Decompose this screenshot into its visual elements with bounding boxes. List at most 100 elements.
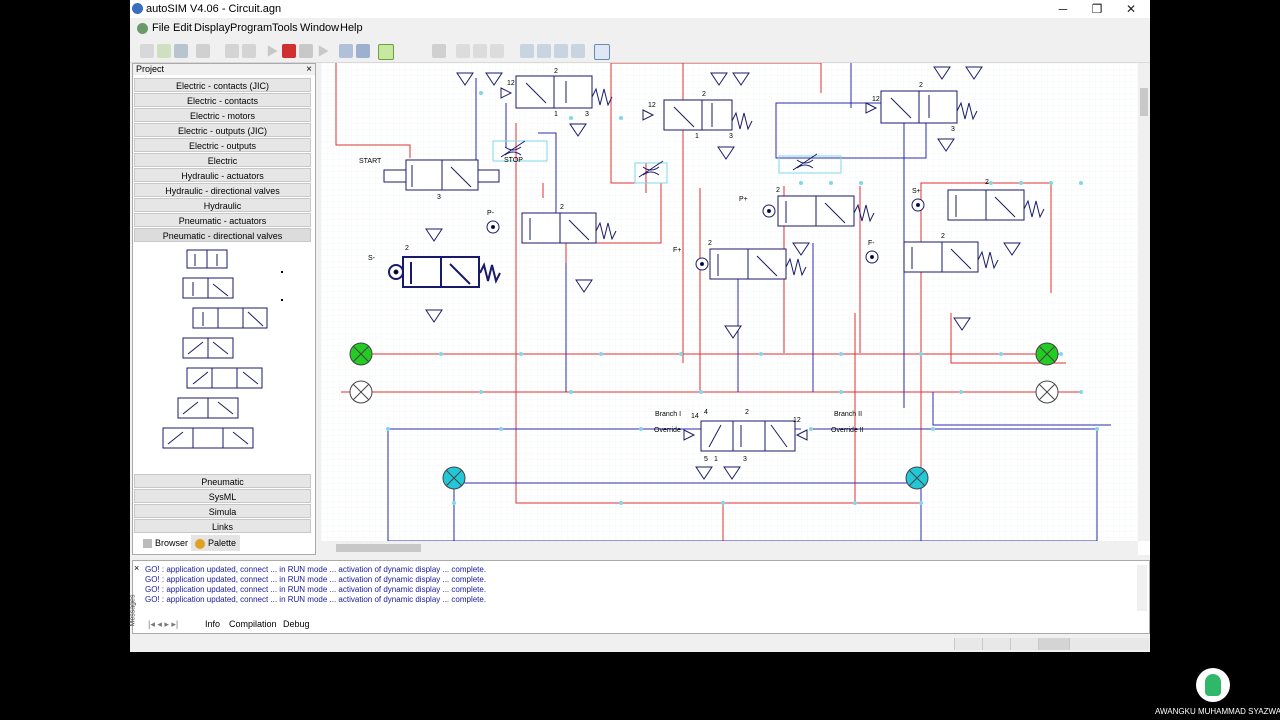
- close-button[interactable]: ✕: [1125, 2, 1137, 16]
- zoom-window-icon[interactable]: [571, 44, 585, 58]
- status-segment-5: [1069, 638, 1149, 650]
- palette-valve-5-3-a[interactable]: [162, 427, 254, 449]
- scissors-icon[interactable]: [456, 44, 470, 58]
- exhaust-symbols: [425, 66, 1021, 480]
- canvas-horizontal-scrollbar[interactable]: [321, 541, 1138, 555]
- label-stop: STOP: [504, 157, 523, 164]
- category-electric-outputs[interactable]: Electric - outputs: [134, 138, 311, 152]
- palette-valve-4-3-a[interactable]: [186, 367, 263, 389]
- label-override-1: Override: [654, 427, 681, 434]
- duplicate-icon[interactable]: [473, 44, 487, 58]
- stop-icon[interactable]: [282, 44, 296, 58]
- circuit-diagram: START STOP S- P- P+ F+ F- S+ Branch I Ov…: [321, 63, 1138, 541]
- palette-valve-3-2-c[interactable]: [192, 307, 268, 329]
- maximize-button[interactable]: ❐: [1091, 2, 1103, 16]
- port-label-2: 2: [554, 68, 558, 75]
- compile-icon[interactable]: [339, 44, 353, 58]
- category-electric[interactable]: Electric: [134, 153, 311, 167]
- menu-tools[interactable]: Tools: [272, 22, 298, 34]
- category-hydraulic-directional-valves[interactable]: Hydraulic - directional valves: [134, 183, 311, 197]
- settings-icon[interactable]: [594, 44, 610, 60]
- port-label-3-e: 3: [437, 194, 441, 201]
- palette-tab[interactable]: Palette: [191, 535, 241, 551]
- category-hydraulic-actuators[interactable]: Hydraulic - actuators: [134, 168, 311, 182]
- tab-info[interactable]: Info: [205, 619, 221, 629]
- palette-valve-5-2-a[interactable]: [177, 397, 239, 419]
- go-icon[interactable]: [378, 44, 394, 60]
- category-electric-contacts[interactable]: Electric - contacts: [134, 93, 311, 107]
- port-label-2-f: 2: [560, 204, 564, 211]
- port-label-14: 14: [691, 413, 699, 420]
- category-hydraulic[interactable]: Hydraulic: [134, 198, 311, 212]
- project-panel: Project × Electric - contacts (JIC) Elec…: [132, 63, 316, 555]
- category-pneumatic-directional-valves[interactable]: Pneumatic - directional valves: [134, 228, 311, 242]
- zoom-out-icon[interactable]: [537, 44, 551, 58]
- browser-tab[interactable]: Browser: [143, 535, 188, 551]
- category-simula[interactable]: Simula: [134, 504, 311, 518]
- print-icon[interactable]: [196, 44, 210, 58]
- step-icon[interactable]: [318, 45, 329, 57]
- category-pneumatic-actuators[interactable]: Pneumatic - actuators: [134, 213, 311, 227]
- status-segment-3: [1010, 638, 1038, 650]
- cut-tool-icon[interactable]: [225, 44, 239, 58]
- pause-icon[interactable]: [299, 44, 313, 58]
- menu-bar: File Edit Display Program Tools Window H…: [130, 18, 1150, 52]
- circuit-labels: START STOP S- P- P+ F+ F- S+ Branch I Ov…: [359, 68, 989, 463]
- valve-p-minus: [521, 212, 597, 244]
- connect-icon[interactable]: [356, 44, 370, 58]
- link-icon[interactable]: [432, 44, 446, 58]
- tab-debug[interactable]: Debug: [283, 619, 310, 629]
- port-label-12-b: 12: [648, 102, 656, 109]
- copy-tool-icon[interactable]: [242, 44, 256, 58]
- tab-compilation[interactable]: Compilation: [229, 619, 277, 629]
- horizontal-scroll-thumb[interactable]: [336, 544, 421, 552]
- palette-valve-3-2-a[interactable]: [186, 249, 228, 269]
- window-title: autoSIM V4.06 - Circuit.agn: [146, 3, 282, 15]
- category-electric-outputs-jic[interactable]: Electric - outputs (JIC): [134, 123, 311, 137]
- message-line: GO! : application updated, connect ... i…: [145, 585, 487, 594]
- port-label-12-d: 12: [793, 417, 801, 424]
- valve-3-2-top-right: [880, 90, 958, 124]
- app-window: autoSIM V4.06 - Circuit.agn ─ ❐ ✕ File E…: [129, 0, 1150, 652]
- project-close-icon[interactable]: ×: [306, 64, 312, 75]
- circuit-canvas[interactable]: START STOP S- P- P+ F+ F- S+ Branch I Ov…: [321, 63, 1138, 541]
- valve-s-plus: [947, 189, 1025, 221]
- zoom-in-icon[interactable]: [520, 44, 534, 58]
- category-pneumatic[interactable]: Pneumatic: [134, 474, 311, 488]
- messages-close-icon[interactable]: ×: [134, 563, 140, 573]
- category-electric-contacts-jic[interactable]: Electric - contacts (JIC): [134, 78, 311, 92]
- messages-scrollbar[interactable]: [1137, 565, 1147, 611]
- run-icon[interactable]: [267, 45, 278, 57]
- menu-display[interactable]: Display: [194, 22, 231, 34]
- label-s-minus: S-: [368, 255, 376, 262]
- participant-name: AWANGKU MUHAMMAD SYAZWA...: [1155, 707, 1280, 716]
- menu-window[interactable]: Window: [300, 22, 340, 34]
- port-label-3-c: 3: [951, 126, 955, 133]
- save-icon[interactable]: [174, 44, 188, 58]
- paste-icon[interactable]: [490, 44, 504, 58]
- open-icon[interactable]: [157, 44, 171, 58]
- menu-program[interactable]: Program: [230, 22, 273, 34]
- avatar-figure: [1205, 674, 1221, 696]
- port-label-2-h: 2: [985, 179, 989, 186]
- zoom-fit-icon[interactable]: [554, 44, 568, 58]
- vertical-scroll-thumb[interactable]: [1140, 88, 1148, 116]
- menu-file[interactable]: File: [152, 22, 170, 34]
- menu-help[interactable]: Help: [340, 22, 363, 34]
- label-start: START: [359, 158, 382, 165]
- valve-s-minus: [402, 256, 480, 288]
- palette-icon: [195, 538, 205, 549]
- palette-valve-3-2-b[interactable]: [182, 277, 234, 299]
- new-icon[interactable]: [140, 44, 154, 58]
- canvas-vertical-scrollbar[interactable]: [1138, 63, 1150, 541]
- message-line: GO! : application updated, connect ... i…: [145, 565, 487, 574]
- category-electric-motors[interactable]: Electric - motors: [134, 108, 311, 122]
- message-nav-arrows[interactable]: |◂ ◂ ▸ ▸|: [148, 619, 179, 629]
- menu-edit[interactable]: Edit: [173, 22, 192, 34]
- minimize-button[interactable]: ─: [1058, 2, 1068, 16]
- palette-valve-4-2-a[interactable]: [182, 337, 234, 359]
- browser-icon: [143, 539, 152, 549]
- category-sysml[interactable]: SysML: [134, 489, 311, 503]
- category-links[interactable]: Links: [134, 519, 311, 533]
- port-label-2-b: 2: [702, 91, 706, 98]
